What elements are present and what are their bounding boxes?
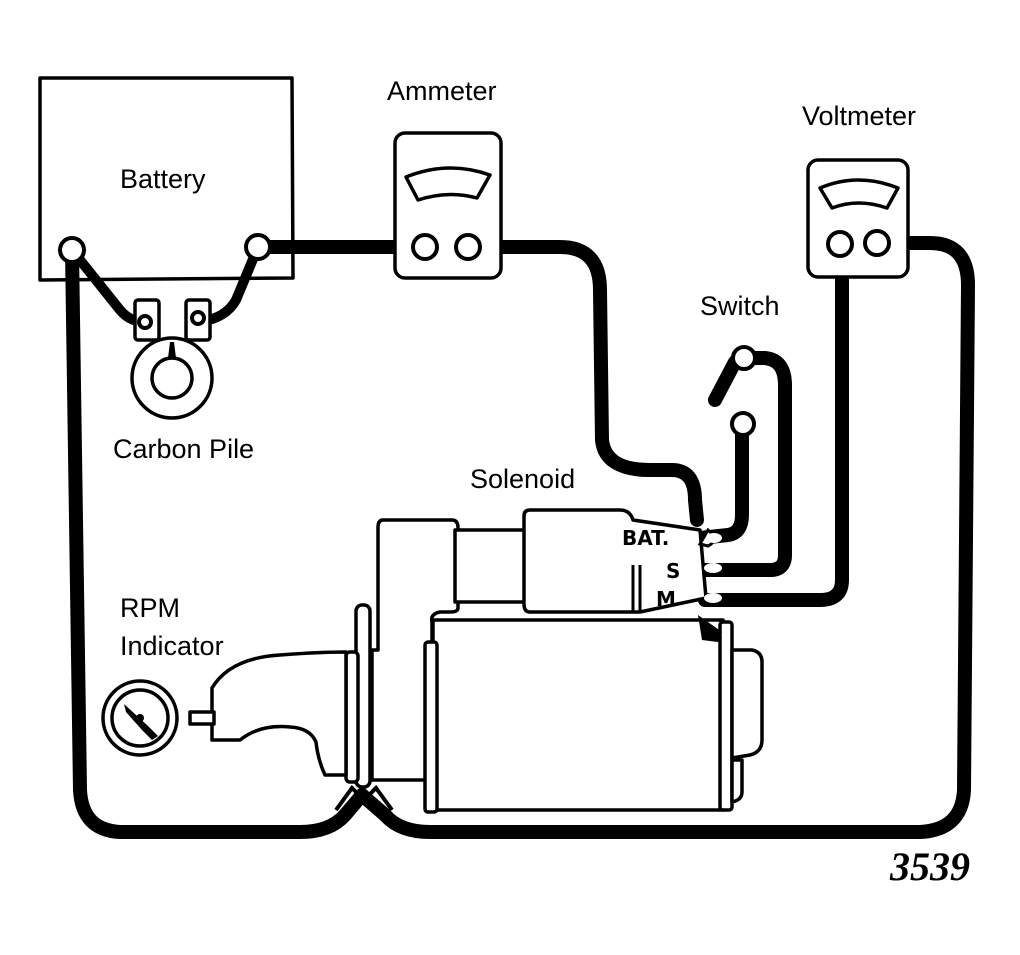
terminal-bat-nub [706, 533, 722, 543]
voltmeter-dial-icon [818, 178, 900, 210]
ammeter [393, 131, 503, 280]
battery-positive-post [244, 233, 272, 261]
terminal-s-label: S [666, 559, 680, 583]
wire-switch-to-s [698, 351, 792, 577]
wire-bat-to-switch [693, 418, 749, 545]
terminal-bat-label: BAT. [622, 526, 669, 550]
motor-frame [431, 618, 725, 812]
battery-negative-post [58, 236, 86, 264]
switch-lever-icon [708, 355, 742, 407]
rpm-label-line2: Indicator [120, 631, 224, 661]
carbon-pile-knob-inner [150, 356, 194, 400]
rpm-label-line1: RPM [120, 593, 180, 623]
terminal-m-label: M [656, 587, 676, 611]
ammeter-dial-icon [404, 166, 492, 202]
terminal-s-nub [704, 563, 722, 573]
terminal-m-nub [704, 593, 722, 603]
wire-voltmeter-to-m [698, 240, 849, 607]
solenoid-body [522, 508, 708, 614]
voltmeter-right-post [863, 229, 891, 257]
ammeter-right-post [454, 233, 482, 261]
switch-lower-post [730, 411, 756, 437]
carbon-pile-label: Carbon Pile [113, 434, 254, 464]
rpm-needle-icon [124, 704, 158, 740]
switch [708, 345, 757, 437]
voltmeter [806, 158, 910, 279]
voltmeter-left-post [826, 230, 854, 258]
battery [38, 76, 295, 282]
carbon-pile [130, 298, 214, 420]
wire-ground-to-voltmeter [355, 236, 975, 839]
switch-label: Switch [700, 291, 780, 321]
wire-ammeter-to-bat [463, 240, 704, 527]
rpm-indicator [101, 650, 348, 777]
figure-number: 3539 [889, 844, 970, 889]
switch-upper-post [731, 345, 757, 371]
ammeter-label: Ammeter [387, 76, 497, 106]
starter-motor [344, 508, 764, 814]
solenoid-label: Solenoid [470, 464, 575, 494]
voltmeter-label: Voltmeter [802, 101, 916, 131]
battery-label: Battery [120, 164, 206, 194]
wire-battery-negative-to-ground [65, 243, 369, 839]
ammeter-left-post [411, 233, 439, 261]
rpm-adapter [210, 650, 348, 777]
